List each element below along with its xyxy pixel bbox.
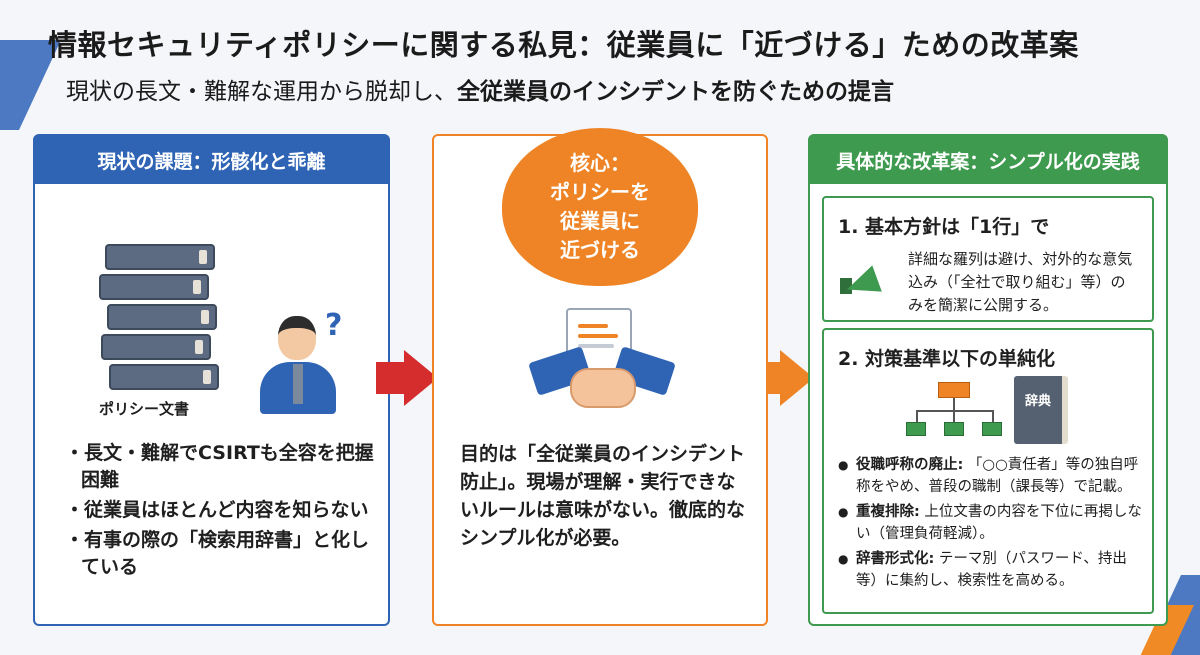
clasped-hands [570, 368, 636, 408]
org-connector [916, 410, 994, 412]
policy-document-label: ポリシー文書 [99, 400, 190, 418]
issues-list: 長文・難解でCSIRTも全容を把握困難 従業員はほとんど内容を知らない 有事の際… [65, 440, 375, 584]
current-issues-header: 現状の課題：形骸化と乖離 [35, 136, 388, 184]
dictionary-icon: 辞典 [1014, 376, 1068, 444]
list-item: 重複排除: 上位文書の内容を下位に再掲しない（管理負荷軽減）。 [838, 501, 1144, 545]
list-item: 有事の際の「検索用辞書」と化している [65, 527, 375, 581]
simplification-title: 2. 対策基準以下の単純化 [838, 348, 1056, 370]
item-text: テーマ別（パスワード、持出等）に集約し、検索性を高める。 [856, 551, 1127, 589]
employee-tie [293, 364, 303, 404]
list-item: 辞書形式化: テーマ別（パスワード、持出等）に集約し、検索性を高める。 [838, 548, 1144, 592]
book-icon [101, 334, 211, 360]
item-text: 上位文書の内容を下位に再掲しない（管理負荷軽減）。 [856, 504, 1142, 542]
org-connector [953, 398, 955, 410]
org-node [938, 382, 970, 398]
employee-head [278, 316, 316, 360]
core-description: 目的は「全従業員のインシデント防止」。現場が理解・実行できないルールは意味がない… [460, 443, 746, 549]
arrow-right-icon [376, 362, 406, 394]
org-node [906, 422, 926, 436]
policy-books-icon [85, 236, 225, 396]
book-icon [107, 304, 217, 330]
megaphone-handle [840, 278, 852, 294]
page-subtitle: 現状の長文・難解な運用から脱却し、全従業員のインシデントを防ぐための提言 [66, 72, 894, 106]
core-line: 従業員に [560, 209, 640, 233]
simplification-list: 役職呼称の廃止: 「○○責任者」等の独自呼称をやめ、普段の職制（課長等）で記載。… [838, 454, 1144, 595]
current-issues-panel: 現状の課題：形骸化と乖離 ポリシー文書 ? 長文・難解でCSIRTも全容を把握困… [33, 134, 390, 626]
core-line: ポリシーを [550, 180, 650, 204]
doc-line [578, 334, 618, 338]
org-connector [953, 410, 955, 422]
reform-header: 具体的な改革案：シンプル化の実践 [810, 136, 1166, 184]
list-item: 長文・難解でCSIRTも全容を把握困難 [65, 440, 375, 494]
page-title: 情報セキュリティポリシーに関する私見：従業員に「近づける」ための改革案 [48, 28, 1079, 62]
question-mark-icon: ? [325, 308, 343, 343]
book-icon [99, 274, 209, 300]
doc-line [578, 344, 614, 348]
basic-policy-title: 1. 基本方針は「1行」で [838, 216, 1050, 238]
core-line: 核心： [570, 151, 630, 175]
item-label: 辞書形式化: [856, 551, 935, 567]
simplification-box: 2. 対策基準以下の単純化 辞典 役職呼称の廃止: 「○○責任者」等の独自呼称を… [822, 328, 1154, 614]
subtitle-bold: 全従業員のインシデントを防ぐための提言 [457, 79, 894, 105]
handshake-icon [528, 346, 676, 426]
org-node [944, 422, 964, 436]
basic-policy-box: 1. 基本方針は「1行」で 詳細な羅列は避け、対外的な意気込み（「全社で取り組む… [822, 196, 1154, 322]
megaphone-cone [842, 265, 882, 303]
item-text: 「○○責任者」等の独自呼称をやめ、普段の職制（課長等）で記載。 [856, 457, 1139, 495]
org-node [982, 422, 1002, 436]
item-label: 役職呼称の廃止: [856, 457, 964, 473]
book-icon [105, 244, 215, 270]
basic-policy-text: 詳細な羅列は避け、対外的な意気込み（「全社で取り組む」等）のみを簡潔に公開する。 [908, 250, 1133, 314]
subtitle-normal: 現状の長文・難解な運用から脱却し、 [66, 79, 457, 105]
megaphone-icon [838, 262, 886, 303]
org-chart-icon [904, 382, 1014, 442]
employee-icon [260, 316, 340, 416]
item-label: 重複排除: [856, 504, 920, 520]
core-message-circle: 核心： ポリシーを 従業員に 近づける [502, 128, 698, 286]
org-connector [916, 410, 918, 422]
list-item: 従業員はほとんど内容を知らない [65, 497, 375, 524]
book-icon [109, 364, 219, 390]
org-connector [992, 410, 994, 422]
core-line: 近づける [560, 238, 640, 262]
list-item: 役職呼称の廃止: 「○○責任者」等の独自呼称をやめ、普段の職制（課長等）で記載。 [838, 454, 1144, 498]
doc-line [578, 324, 608, 328]
